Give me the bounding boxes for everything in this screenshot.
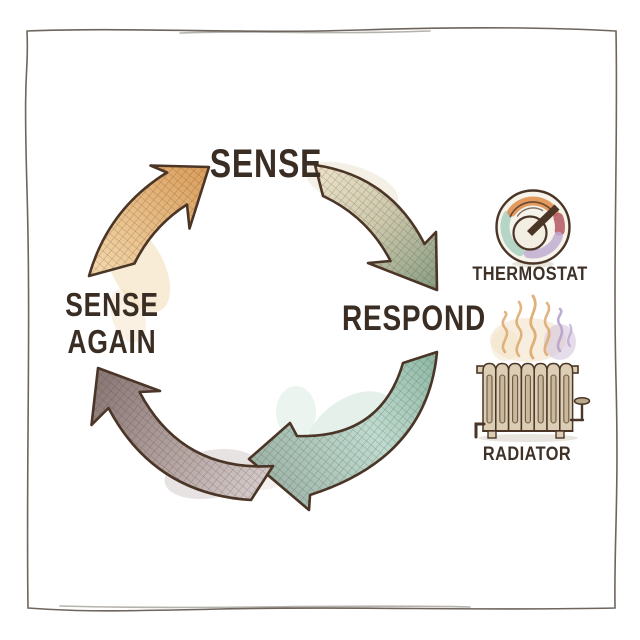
cycle-arrows bbox=[87, 163, 439, 512]
hand-drawn-border bbox=[24, 26, 618, 612]
radiator-shadow bbox=[478, 434, 578, 442]
radiator-left-leg bbox=[487, 430, 497, 439]
radiator-right-leg bbox=[555, 430, 565, 439]
radiator-label: RADIATOR bbox=[482, 444, 572, 465]
radiator-valve bbox=[569, 397, 591, 422]
radiator-fins bbox=[482, 362, 574, 432]
step-label-sense: SENSE bbox=[209, 142, 323, 186]
radiator-pipe bbox=[474, 422, 486, 439]
dial-sketch-arc-2 bbox=[516, 207, 544, 217]
dial-sketch-arc bbox=[509, 201, 552, 218]
dial-teal-arc bbox=[500, 210, 525, 257]
step-label-respond: RESPOND bbox=[341, 299, 487, 338]
dial-lavender-arc bbox=[523, 231, 563, 259]
thermostat-icon bbox=[495, 189, 571, 268]
heat-waves-icon bbox=[501, 294, 573, 360]
radiator-icon bbox=[474, 294, 591, 442]
dial-needle bbox=[527, 204, 560, 236]
radiator-slots bbox=[486, 374, 570, 424]
thermostat-label: THERMOSTAT bbox=[472, 264, 588, 285]
step-label-sense-again: SENSE AGAIN bbox=[65, 286, 159, 360]
dial-red-segment bbox=[553, 212, 565, 236]
